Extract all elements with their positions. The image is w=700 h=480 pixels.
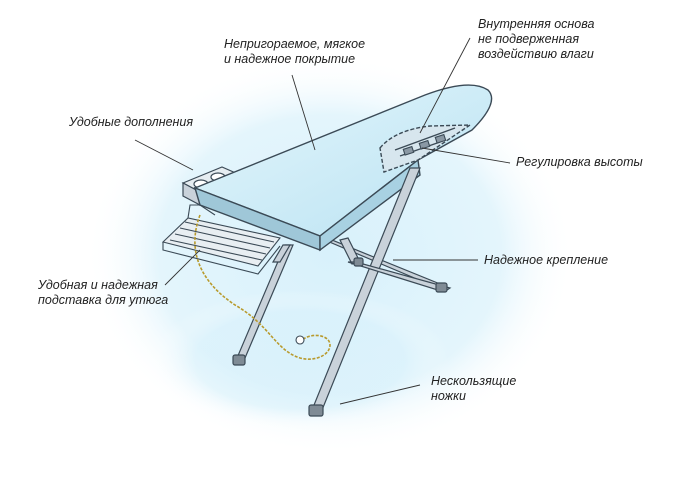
board (193, 84, 493, 252)
frame-front (271, 167, 452, 411)
label-height: Регулировка высоты (516, 155, 643, 170)
label-base-line2: не подверженная (478, 32, 579, 46)
label-rest-line1: Удобная и надежная (38, 278, 158, 292)
leader-extras (134, 139, 194, 171)
leader-rest (164, 249, 201, 286)
label-cover-line1: Непригораемое, мягкое (224, 37, 366, 51)
label-cover: Непригораемое, мягкое и надежное покрыти… (224, 37, 365, 67)
label-rest: Удобная и надежная подставка для утюга (38, 278, 168, 308)
label-feet-line1: Нескользящие (431, 374, 517, 388)
leader-base (419, 37, 471, 134)
label-base: Внутренняя основа не подверженная воздей… (478, 17, 594, 62)
label-mount-line1: Надежное крепление (484, 253, 609, 267)
leader-cover (291, 74, 316, 151)
height-adjuster (402, 133, 447, 156)
label-cover-line2: и надежное покрытие (224, 52, 356, 66)
label-extras: Удобные дополнения (69, 115, 193, 130)
label-base-line3: воздействию влаги (478, 47, 594, 61)
label-rest-line2: подставка для утюга (38, 293, 169, 307)
power-cord (194, 214, 331, 360)
iron-rest (161, 204, 281, 275)
label-feet-line2: ножки (431, 389, 467, 403)
label-feet: Нескользящие ножки (431, 374, 516, 404)
label-extras-line1: Удобные дополнения (69, 115, 194, 129)
label-mount: Надежное крепление (484, 253, 608, 268)
label-base-line1: Внутренняя основа (478, 17, 595, 31)
leader-lines (134, 37, 511, 405)
background-glow-lower (150, 290, 450, 430)
power-plug (295, 335, 305, 345)
feet (232, 257, 448, 417)
label-height-line1: Регулировка высоты (516, 155, 643, 169)
leader-feet (339, 384, 421, 405)
leader-height (421, 147, 511, 164)
